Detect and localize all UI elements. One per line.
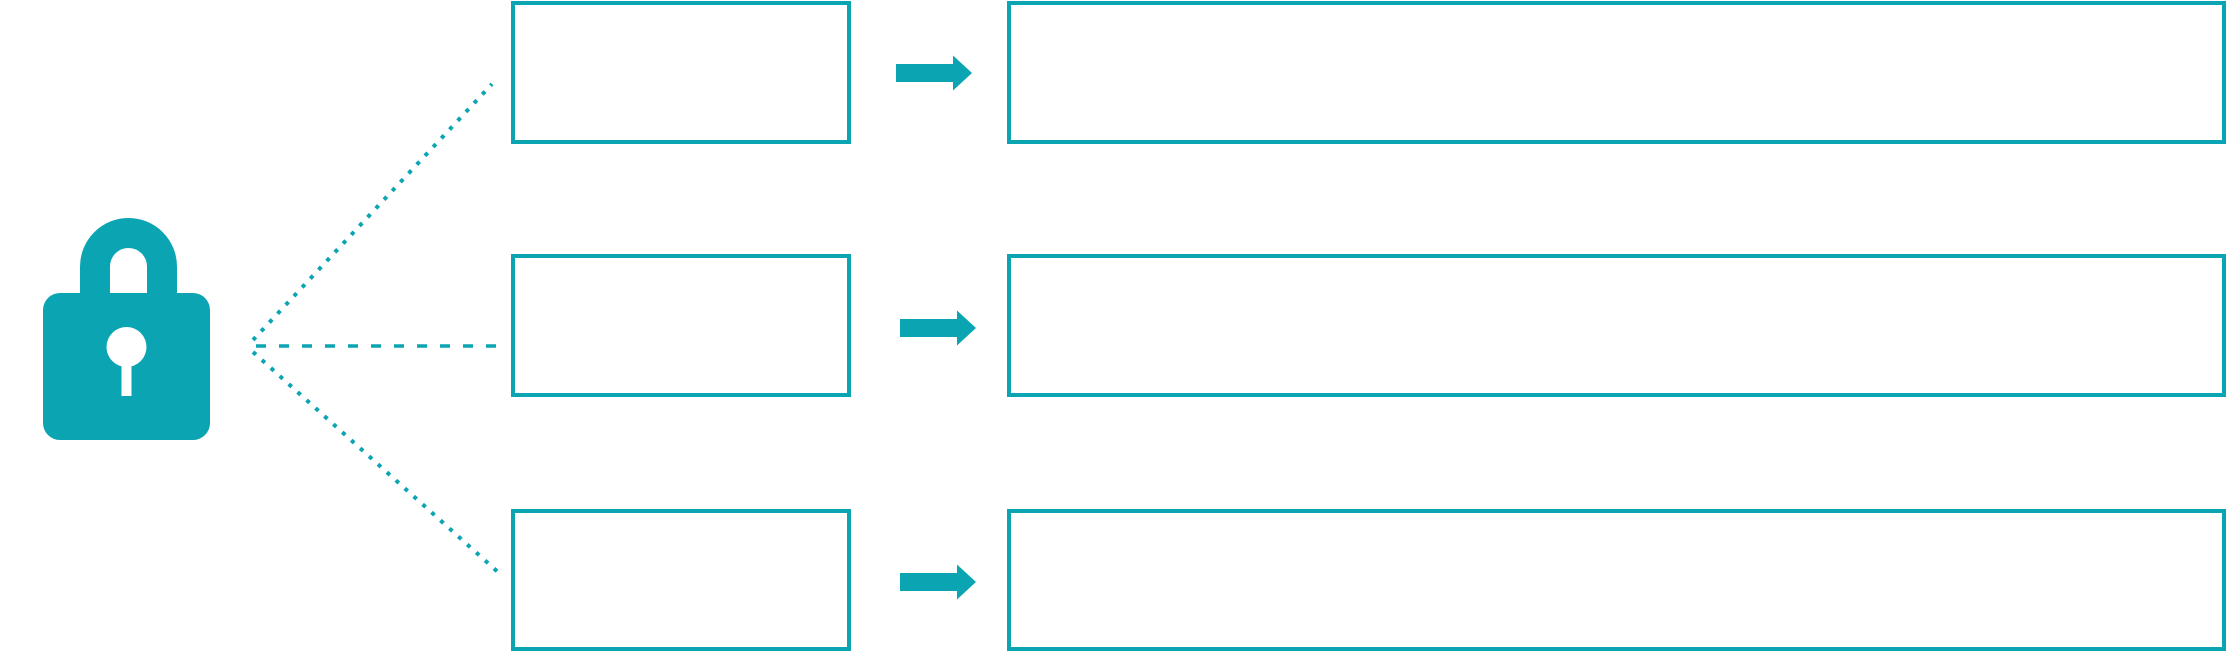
term-box-2 [511, 254, 851, 397]
description-box-2 [1007, 254, 2226, 397]
dotted-connector-bottom [251, 350, 501, 575]
description-box-1 [1007, 1, 2226, 144]
term-box-1 [511, 1, 851, 144]
description-box-3 [1007, 509, 2226, 651]
arrow-right-icon [900, 310, 976, 346]
arrow-right-icon [900, 564, 976, 600]
lock-icon [43, 218, 210, 440]
arrow-right-icon [896, 55, 972, 91]
term-box-3 [511, 509, 851, 651]
dotted-connector-top [251, 82, 494, 342]
